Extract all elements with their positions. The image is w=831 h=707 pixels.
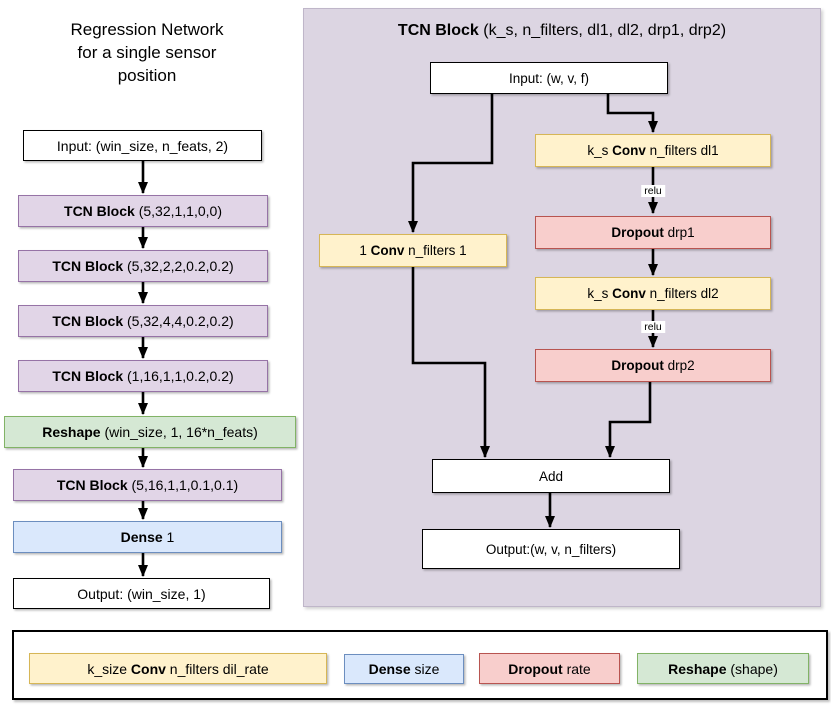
tcn-conv2-box: k_s Conv n_filters dl2 bbox=[535, 277, 771, 310]
node-label-pre: k_s bbox=[587, 286, 613, 301]
node-label-bold: Dropout bbox=[611, 358, 664, 373]
node-label-rest: Output:(w, v, n_filters) bbox=[485, 541, 617, 557]
legend-label-rest: n_filters dil_rate bbox=[165, 660, 269, 677]
left-flow-title: Regression Network for a single sensor p… bbox=[22, 18, 272, 87]
left-node-tcn-block-2: TCN Block (5,32,2,2,0.2,0.2) bbox=[18, 250, 268, 282]
left-node-tcn-block-1: TCN Block (5,32,1,1,0,0) bbox=[18, 195, 268, 227]
node-label-bold: Conv bbox=[612, 143, 646, 158]
left-node-output: Output: (win_size, 1) bbox=[13, 578, 270, 609]
left-node-dense: Dense 1 bbox=[13, 521, 282, 553]
legend-dense-item: Dense size bbox=[344, 654, 464, 684]
node-label-rest: n_filters dl1 bbox=[645, 143, 719, 158]
tcn-skip-conv-box: 1 Conv n_filters 1 bbox=[319, 234, 507, 267]
node-label-rest: (5,16,1,1,0.1,0.1) bbox=[127, 477, 239, 493]
tcn-output-box: Output:(w, v, n_filters) bbox=[422, 529, 680, 569]
title-line-1: Regression Network bbox=[70, 20, 224, 39]
legend-label-pre: k_size bbox=[87, 660, 131, 677]
tcn-add-box: Add bbox=[432, 459, 670, 493]
relu-label-1: relu bbox=[641, 185, 665, 197]
node-label-rest: (5,32,2,2,0.2,0.2) bbox=[123, 258, 234, 274]
legend-label-bold: Conv bbox=[130, 660, 166, 677]
node-label-rest: Input: (w, v, f) bbox=[508, 70, 590, 86]
legend-label-rest: size bbox=[410, 661, 440, 677]
panel-title-rest: (k_s, n_filters, dl1, dl2, drp1, drp2) bbox=[478, 22, 727, 39]
node-label-rest: (win_size, 1, 16*n_feats) bbox=[100, 424, 258, 440]
node-label-rest: drp2 bbox=[663, 358, 695, 373]
node-label-rest: (5,32,1,1,0,0) bbox=[134, 203, 222, 219]
node-label-rest: Input: (win_size, n_feats, 2) bbox=[56, 137, 229, 154]
node-label-bold: Dense bbox=[120, 529, 163, 545]
node-label-rest: (1,16,1,1,0.2,0.2) bbox=[123, 368, 234, 384]
node-label-rest: (5,32,4,4,0.2,0.2) bbox=[123, 313, 234, 329]
node-label-bold: TCN Block bbox=[64, 203, 135, 219]
left-node-reshape: Reshape (win_size, 1, 16*n_feats) bbox=[4, 416, 296, 448]
legend-label-bold: Dropout bbox=[508, 660, 563, 677]
legend-conv-item: k_size Conv n_filters dil_rate bbox=[29, 653, 327, 684]
title-line-2: for a single sensor bbox=[77, 43, 217, 62]
node-label-bold: Conv bbox=[370, 243, 405, 258]
node-label-rest: Add bbox=[538, 468, 564, 484]
node-label-rest: Output: (win_size, 1) bbox=[77, 585, 206, 602]
node-label-bold: Dropout bbox=[611, 225, 664, 240]
node-label-pre: 1 bbox=[359, 243, 371, 258]
node-label-bold: TCN Block bbox=[52, 368, 124, 384]
tcn-panel-title: TCN Block (k_s, n_filters, dl1, dl2, drp… bbox=[303, 22, 821, 40]
tcn-input-box: Input: (w, v, f) bbox=[430, 62, 668, 94]
node-label-bold: TCN Block bbox=[56, 477, 128, 493]
node-label-rest: n_filters 1 bbox=[404, 243, 467, 258]
node-label-rest: drp1 bbox=[663, 225, 695, 240]
legend-reshape-item: Reshape (shape) bbox=[637, 653, 809, 684]
node-label-rest: 1 bbox=[162, 529, 175, 545]
node-label-rest: n_filters dl2 bbox=[645, 286, 719, 301]
left-node-tcn-block-4: TCN Block (1,16,1,1,0.2,0.2) bbox=[18, 360, 268, 392]
tcn-dropout1-box: Dropout drp1 bbox=[535, 216, 771, 249]
tcn-conv1-box: k_s Conv n_filters dl1 bbox=[535, 134, 771, 167]
tcn-dropout2-box: Dropout drp2 bbox=[535, 349, 771, 382]
title-line-3: position bbox=[117, 66, 177, 85]
relu-label-2: relu bbox=[641, 321, 665, 333]
legend-label-bold: Reshape bbox=[668, 660, 727, 677]
left-node-tcn-block-3: TCN Block (5,32,4,4,0.2,0.2) bbox=[18, 305, 268, 337]
legend-dropout-item: Dropout rate bbox=[479, 653, 620, 684]
panel-title-bold: TCN Block bbox=[397, 22, 479, 39]
legend-label-rest: rate bbox=[562, 660, 591, 677]
left-node-input: Input: (win_size, n_feats, 2) bbox=[23, 130, 262, 161]
left-node-tcn-block-5: TCN Block (5,16,1,1,0.1,0.1) bbox=[13, 469, 282, 501]
legend-label-rest: (shape) bbox=[726, 660, 778, 677]
node-label-bold: Conv bbox=[612, 286, 646, 301]
node-label-bold: Reshape bbox=[42, 424, 101, 440]
legend-label-bold: Dense bbox=[368, 661, 411, 677]
legend-box: k_size Conv n_filters dil_rate Dense siz… bbox=[12, 630, 828, 700]
node-label-pre: k_s bbox=[587, 143, 613, 158]
node-label-bold: TCN Block bbox=[52, 258, 124, 274]
node-label-bold: TCN Block bbox=[52, 313, 124, 329]
